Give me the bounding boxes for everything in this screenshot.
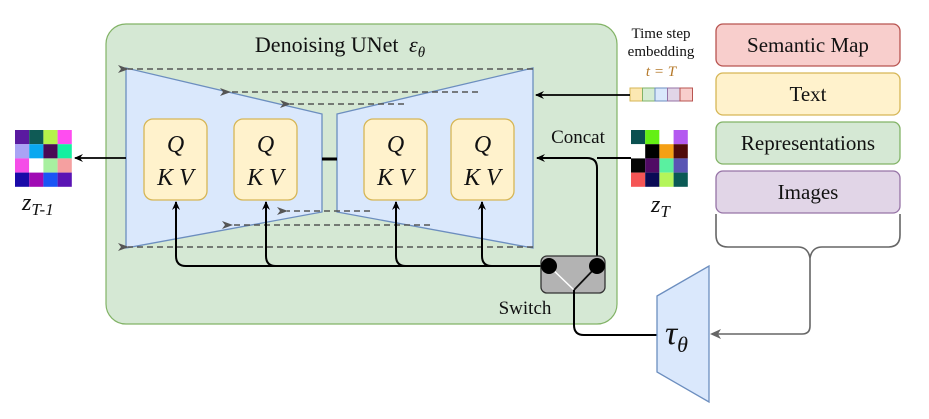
wire-to-block-4 bbox=[478, 201, 493, 267]
wire-concat bbox=[536, 154, 598, 266]
latent-pixel bbox=[631, 172, 646, 187]
latent-pixel bbox=[645, 144, 660, 159]
latent-pixel bbox=[631, 130, 646, 145]
attention-block: Q K V bbox=[143, 118, 208, 201]
latent-pixel bbox=[659, 158, 674, 173]
key-value-label: K V bbox=[463, 165, 503, 191]
timestep-embedding-cell bbox=[654, 87, 668, 102]
latent-pixel bbox=[43, 172, 58, 187]
switch[interactable] bbox=[540, 255, 606, 294]
conditioning-option-box bbox=[715, 23, 901, 67]
wire-to-block-3 bbox=[392, 201, 407, 267]
conditioning-option-semantic-map[interactable]: Semantic Map bbox=[715, 23, 901, 67]
latent-pixel bbox=[15, 144, 30, 159]
latent-pixel bbox=[631, 158, 646, 173]
attention-block: Q K V bbox=[450, 118, 515, 201]
conditioning-option-label: Representations bbox=[741, 131, 875, 155]
timestep-embedding-cell bbox=[679, 87, 693, 102]
timestep-equation: t = T bbox=[646, 64, 678, 80]
latent-pixel bbox=[43, 130, 58, 145]
query-label: Q bbox=[167, 132, 184, 158]
conditioning-encoder-trapezoid bbox=[656, 264, 710, 404]
query-label: Q bbox=[387, 132, 404, 158]
unet-title: Denoising UNet εθ bbox=[255, 32, 426, 61]
conditioning-option-representations[interactable]: Representations bbox=[715, 121, 901, 165]
latent-pixel bbox=[631, 144, 646, 159]
latent-pixel bbox=[659, 172, 674, 187]
input-latent-grid bbox=[631, 130, 688, 187]
output-latent-label: zT-1 bbox=[21, 190, 54, 219]
key-value-label: K V bbox=[376, 165, 416, 191]
query-label: Q bbox=[257, 132, 274, 158]
attention-block-box bbox=[233, 118, 298, 201]
latent-pixel bbox=[29, 158, 44, 173]
latent-pixel bbox=[29, 144, 44, 159]
latent-pixel bbox=[15, 130, 30, 145]
switch-label: Switch bbox=[499, 298, 552, 319]
output-latent-grid bbox=[15, 130, 72, 187]
wire-to-block-1 bbox=[172, 201, 548, 267]
conditioning-option-text[interactable]: Text bbox=[715, 72, 901, 116]
key-value-label: K V bbox=[156, 165, 196, 191]
timestep-embedding-cell bbox=[629, 87, 643, 102]
input-latent-label: zT bbox=[650, 192, 671, 221]
conditioning-encoder-label: τθ bbox=[665, 315, 688, 357]
wire-switch-to-encoder bbox=[573, 290, 657, 336]
timestep-embedding-cell bbox=[642, 87, 656, 102]
latent-pixel bbox=[673, 172, 688, 187]
attention-block-box bbox=[450, 118, 515, 201]
latent-pixel bbox=[57, 158, 72, 173]
latent-pixel bbox=[43, 144, 58, 159]
concat-label: Concat bbox=[551, 127, 606, 148]
latent-pixel bbox=[645, 130, 660, 145]
latent-pixel bbox=[673, 158, 688, 173]
conditioning-wires bbox=[172, 154, 598, 267]
latent-pixel bbox=[645, 172, 660, 187]
timestep-label-line2: embedding bbox=[628, 44, 695, 60]
query-label: Q bbox=[474, 132, 491, 158]
modality-brace bbox=[715, 214, 901, 259]
key-value-label: K V bbox=[246, 165, 286, 191]
latent-pixel bbox=[659, 130, 674, 145]
attention-block: Q K V bbox=[363, 118, 428, 201]
conditioning-option-label: Text bbox=[789, 82, 826, 106]
latent-pixel bbox=[29, 172, 44, 187]
wire-to-block-2 bbox=[262, 201, 277, 267]
attention-block: Q K V bbox=[233, 118, 298, 201]
latent-pixel bbox=[645, 158, 660, 173]
brace-to-encoder-arrow bbox=[710, 258, 811, 339]
timestep-embedding-vector bbox=[629, 87, 693, 102]
latent-pixel bbox=[659, 144, 674, 159]
latent-pixel bbox=[43, 158, 58, 173]
timestep-embedding-cell bbox=[667, 87, 681, 102]
attention-block-box bbox=[143, 118, 208, 201]
latent-pixel bbox=[57, 130, 72, 145]
conditioning-option-images[interactable]: Images bbox=[715, 170, 901, 214]
latent-pixel bbox=[57, 172, 72, 187]
switch-node-right bbox=[589, 258, 605, 274]
conditioning-option-label: Images bbox=[778, 180, 839, 204]
latent-pixel bbox=[29, 130, 44, 145]
attention-block-box bbox=[363, 118, 428, 201]
conditioning-option-box bbox=[715, 170, 901, 214]
switch-node-left bbox=[541, 258, 557, 274]
conditioning-option-box bbox=[715, 121, 901, 165]
latent-pixel bbox=[57, 144, 72, 159]
conditioning-option-box bbox=[715, 72, 901, 116]
timestep-label-line1: Time step bbox=[631, 26, 690, 42]
latent-pixel bbox=[673, 130, 688, 145]
latent-pixel bbox=[15, 172, 30, 187]
latent-pixel bbox=[15, 158, 30, 173]
latent-pixel bbox=[673, 144, 688, 159]
conditioning-option-label: Semantic Map bbox=[747, 33, 869, 57]
